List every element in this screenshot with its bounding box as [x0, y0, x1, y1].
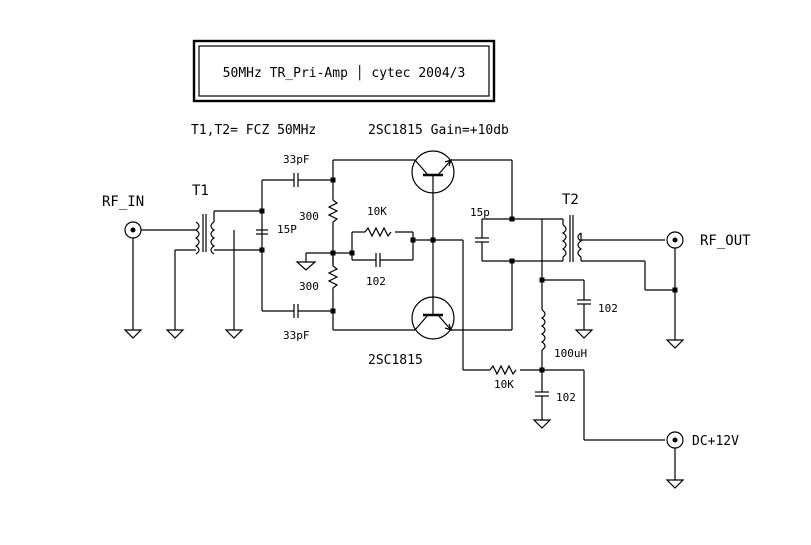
c-in-top-label: 33pF	[283, 153, 310, 166]
dc-connector	[665, 431, 685, 489]
c-dc-bypass-label: 102	[556, 391, 576, 404]
r-feedback-label: 10K	[367, 205, 387, 218]
r-top-label: 300	[299, 210, 319, 223]
c-in-bottom	[262, 304, 333, 318]
supply-path	[532, 219, 665, 441]
c-t1-tune	[256, 180, 268, 311]
transistor-gain-note: 2SC1815 Gain=+10db	[368, 123, 509, 138]
c-t2-tune	[475, 218, 542, 262]
c-feedback-label: 102	[366, 275, 386, 288]
transformer-note: T1,T2= FCZ 50MHz	[191, 123, 316, 138]
junction-dots	[259, 177, 678, 373]
l-choke-label: 100uH	[554, 347, 587, 360]
dc-label: DC+12V	[692, 434, 739, 449]
rf-out-connector	[665, 231, 685, 349]
t1-transformer	[165, 210, 262, 339]
c-in-bottom-label: 33pF	[283, 329, 310, 342]
rf-in-label: RF_IN	[102, 194, 144, 210]
t2-label: T2	[562, 192, 579, 208]
rf-out-label: RF_OUT	[700, 233, 751, 249]
q-bottom-label: 2SC1815	[368, 353, 423, 368]
bias-path	[433, 239, 542, 376]
c-t1-tune-label: 15P	[277, 223, 297, 236]
c-in-top	[262, 173, 333, 187]
mid-ground	[295, 252, 352, 271]
feedback-network	[351, 226, 433, 267]
r-bottom-label: 300	[299, 280, 319, 293]
title-text: 50MHz TR_Pri-Amp │ cytec 2004/3	[223, 64, 466, 81]
r-bias-label: 10K	[494, 378, 514, 391]
c-t2-bypass-label: 102	[598, 302, 618, 315]
title-block: 50MHz TR_Pri-Amp │ cytec 2004/3	[192, 39, 496, 103]
t2-transformer	[542, 215, 675, 291]
rf-in-connector	[123, 221, 196, 339]
r-top	[327, 160, 339, 265]
r-bottom	[327, 253, 339, 330]
q-top-transistor	[333, 150, 513, 240]
q-bottom-transistor	[333, 240, 513, 340]
t1-label: T1	[192, 183, 209, 199]
c-t2-tune-label: 15p	[470, 206, 490, 219]
